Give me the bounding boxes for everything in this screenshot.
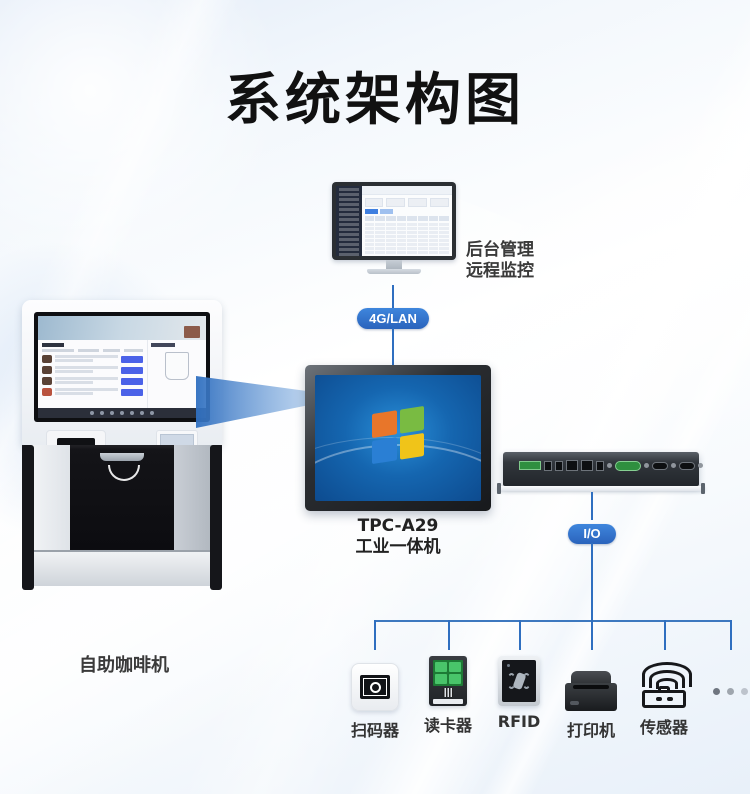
panel-pc-screen	[315, 375, 481, 501]
downlink-badge: I/O	[568, 524, 616, 544]
downlink-line-lower	[591, 543, 593, 621]
peripheral-card-reader[interactable]: 读卡器	[414, 650, 482, 736]
kiosk-label: 自助咖啡机	[79, 655, 169, 676]
peripheral-label: 扫码器	[350, 721, 399, 740]
kiosk-taskbar	[38, 408, 206, 418]
kiosk-arc-decor	[108, 465, 140, 481]
screw-dot	[698, 463, 703, 468]
page-title: 系统架构图	[225, 68, 525, 133]
monitor-stand-neck	[386, 260, 402, 269]
self-service-coffee-kiosk	[22, 300, 222, 590]
peripheral-branch	[591, 620, 593, 650]
wireless-sensor-icon	[630, 652, 698, 708]
controller-model: TPC-A29	[357, 516, 439, 536]
dashboard-sidebar	[336, 186, 362, 256]
uplink-badge: 4G/LAN	[357, 308, 429, 329]
usb-port	[596, 460, 604, 471]
kiosk-screen	[34, 312, 210, 422]
kiosk-spout	[100, 453, 144, 461]
peripheral-branch	[448, 620, 450, 650]
screw-dot	[607, 463, 612, 468]
usb-port	[555, 460, 563, 471]
peripheral-branch	[374, 620, 376, 650]
peripheral-scanner[interactable]: 扫码器	[341, 655, 409, 741]
screw-dot	[644, 463, 649, 468]
kiosk-menu-list	[38, 340, 147, 418]
serial-port	[679, 461, 695, 470]
power-terminal-port	[519, 461, 541, 470]
peripheral-sensor[interactable]: 传感器	[630, 652, 698, 738]
downlink-line-upper	[591, 492, 593, 520]
controller-label: 工业一体机	[355, 537, 441, 557]
kiosk-banner	[38, 316, 206, 340]
kiosk-order-panel	[147, 340, 206, 418]
usb-port	[544, 460, 552, 471]
panel-pc-frame	[305, 365, 491, 511]
barcode-scanner-icon	[341, 655, 409, 711]
io-module-body	[503, 452, 703, 486]
dashboard-main	[361, 186, 452, 256]
kiosk-leg	[210, 445, 222, 590]
peripheral-label: 读卡器	[423, 716, 472, 735]
peripheral-label: 打印机	[566, 721, 615, 740]
peripheral-branch	[664, 620, 666, 650]
peripheral-label: RFID	[497, 712, 541, 731]
backend-monitor	[332, 182, 456, 274]
peripheral-bus-end	[730, 620, 732, 650]
uplink-line-lower	[392, 328, 394, 366]
uplink-line-upper	[392, 285, 394, 313]
windows-logo-icon	[372, 405, 424, 465]
peripheral-label: 传感器	[639, 718, 688, 737]
peripheral-bus-line	[374, 620, 732, 622]
ethernet-port	[566, 460, 578, 471]
kiosk-to-controller-beam	[196, 374, 314, 430]
io-port-row	[519, 460, 703, 471]
monitor-stand-base	[367, 269, 421, 274]
io-port-module	[497, 452, 705, 494]
thermal-printer-icon	[557, 655, 625, 711]
monitor-screen	[336, 186, 452, 256]
coffee-cup-icon	[165, 352, 190, 380]
kiosk-drip-tray	[22, 550, 222, 586]
peripheral-rfid[interactable]: RFID	[485, 650, 553, 731]
io-module-rail	[497, 483, 705, 494]
kiosk-leg	[22, 445, 34, 590]
ethernet-port	[581, 460, 593, 471]
rfid-reader-icon	[485, 650, 553, 706]
backend-label: 后台管理 远程监控	[466, 240, 534, 282]
kiosk-order-ui	[38, 316, 206, 418]
kiosk-dispenser-bay	[22, 445, 222, 550]
card-reader-icon	[414, 650, 482, 706]
screw-dot	[671, 463, 676, 468]
more-peripherals-indicator	[713, 688, 748, 695]
monitor-bezel	[332, 182, 456, 260]
serial-port	[652, 461, 668, 470]
vga-port	[615, 460, 641, 471]
peripheral-branch	[519, 620, 521, 650]
peripheral-printer[interactable]: 打印机	[557, 655, 625, 741]
industrial-panel-pc	[305, 365, 491, 511]
kiosk-head	[22, 300, 222, 474]
